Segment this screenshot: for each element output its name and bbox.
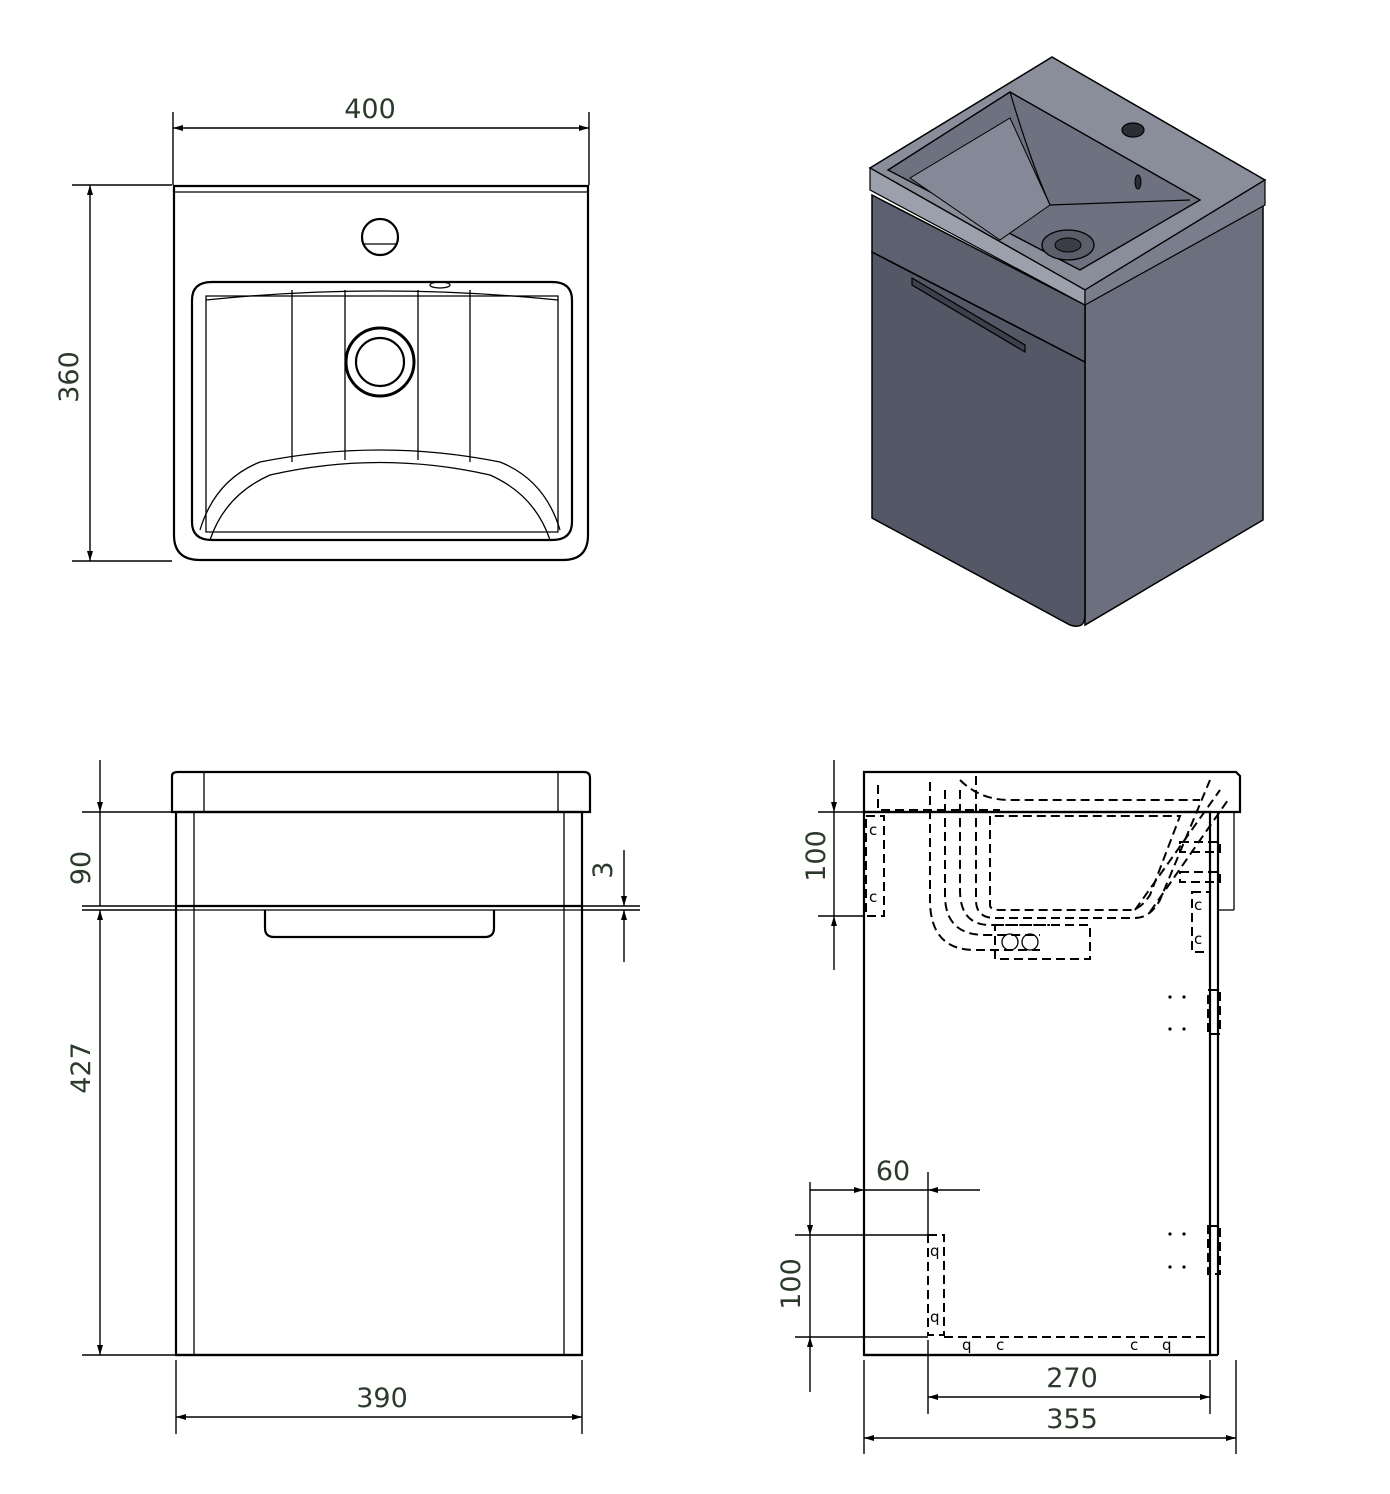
dim-depth-355: 355 (1046, 1404, 1098, 1435)
hinge-marker: c (1130, 1336, 1138, 1354)
dim-offset-60: 60 (876, 1156, 910, 1187)
dim-width-400: 400 (344, 94, 396, 125)
dim-width-390: 390 (356, 1383, 408, 1414)
dim-bracket-100: 100 (776, 1258, 807, 1310)
dim-gap-3: 3 (588, 861, 619, 878)
side-view-dimensions: 100 60 100 270 355 (776, 760, 1237, 1454)
hinge-marker: c (869, 888, 877, 906)
iso-view (868, 56, 1267, 627)
dim-door-427: 427 (66, 1042, 97, 1094)
dim-top-100: 100 (801, 830, 832, 882)
front-view (170, 770, 592, 1357)
base-marker: q (1162, 1336, 1172, 1354)
cabinet-door (871, 250, 1086, 627)
front-view-dimensions: 90 427 3 390 (66, 760, 640, 1434)
side-view: c c c c c c q q q q (862, 770, 1242, 1357)
dim-top-90: 90 (66, 851, 97, 885)
basin-bowl (886, 91, 1202, 271)
bracket-marker: q (930, 1242, 940, 1260)
hinge-marker: c (1194, 930, 1202, 948)
hinge-marker: c (1194, 896, 1202, 914)
top-view-dimensions: 400 360 (54, 94, 590, 562)
dim-depth-360: 360 (54, 351, 85, 403)
base-marker: q (962, 1336, 972, 1354)
hinge-marker: c (869, 821, 877, 839)
top-view (172, 184, 590, 562)
hinge-marker: c (996, 1336, 1004, 1354)
dim-depth-270: 270 (1046, 1363, 1098, 1394)
bracket-marker: q (930, 1308, 940, 1326)
tap-hole (1121, 122, 1145, 138)
